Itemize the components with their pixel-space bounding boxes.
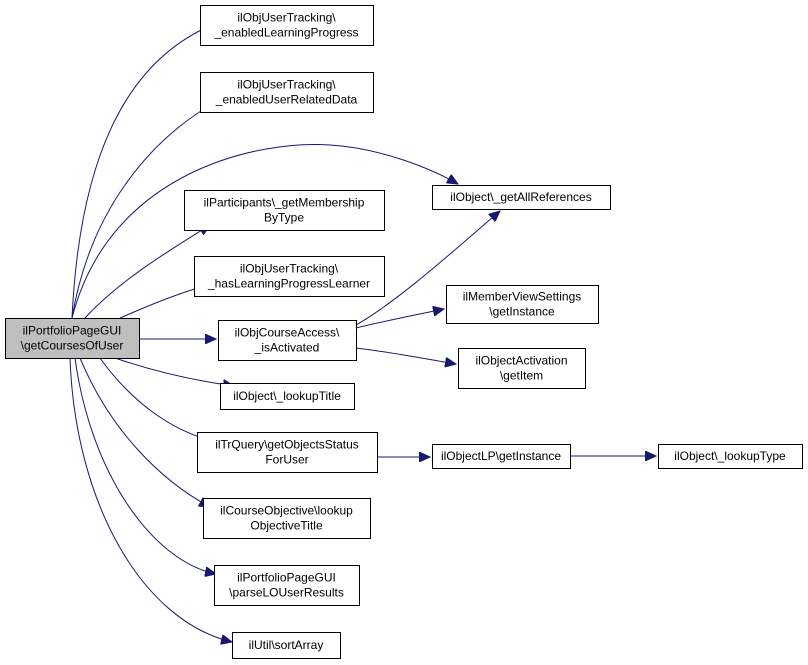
node-label-line: \parseLOUserResults xyxy=(229,586,344,600)
edge-line xyxy=(355,211,500,326)
edge-root-n9 xyxy=(114,357,234,386)
node-label-line: ilMemberViewSettings xyxy=(463,290,582,304)
edge-n7-n3 xyxy=(355,211,500,326)
node-box xyxy=(658,444,803,469)
node-n14[interactable]: ilPortfolioPageGUI\parseLOUserResults xyxy=(214,565,360,606)
edge-root-n4 xyxy=(84,225,210,319)
edge-line xyxy=(74,357,216,574)
node-label-line: ilObjectActivation xyxy=(475,354,567,368)
node-label-line: ilObjUserTracking\ xyxy=(237,78,336,92)
node-box xyxy=(218,320,357,361)
node-box xyxy=(5,318,140,359)
edge-root-n13 xyxy=(79,357,210,507)
node-label-line: ilParticipants\_getMembership xyxy=(204,196,365,210)
node-label-line: ByType xyxy=(264,211,304,225)
node-n11[interactable]: ilObjectLP\getInstance xyxy=(432,444,571,469)
node-n8[interactable]: ilObjectActivation\getItem xyxy=(458,348,586,389)
node-label-line: _isActivated xyxy=(254,341,320,355)
node-n15[interactable]: ilUtil\sortArray xyxy=(232,632,341,659)
node-label-line: ForUser xyxy=(265,453,308,467)
node-label-line: ilObjUserTracking\ xyxy=(237,11,336,25)
edge-root-n14 xyxy=(74,357,216,574)
node-box xyxy=(432,185,611,210)
edges xyxy=(69,25,656,642)
edge-line xyxy=(71,144,458,319)
edge-line xyxy=(355,309,444,329)
edge-n7-n8 xyxy=(355,347,456,364)
edge-line xyxy=(84,225,210,319)
edge-root-n2 xyxy=(71,103,214,319)
node-label-line: _hasLearningProgressLearner xyxy=(207,277,370,291)
edge-line xyxy=(99,357,210,440)
edge-line xyxy=(71,25,212,319)
node-n9[interactable]: ilObject\_lookupTitle xyxy=(220,383,355,410)
node-label-line: ilUtil\sortArray xyxy=(249,638,324,652)
node-n2[interactable]: ilObjUserTracking\_enabledUserRelatedDat… xyxy=(200,72,374,113)
node-n12[interactable]: ilObject\_lookupType xyxy=(658,444,803,469)
node-label-line: ilObject\_lookupType xyxy=(674,449,786,463)
node-label-line: ilTrQuery\getObjectsStatus xyxy=(215,438,359,452)
node-label-line: \getCoursesOfUser xyxy=(21,339,124,353)
node-label-line: ilCourseObjective\lookup xyxy=(220,504,353,518)
node-box xyxy=(197,432,378,473)
node-label-line: ilObjUserTracking\ xyxy=(240,262,339,276)
node-n1[interactable]: ilObjUserTracking\_enabledLearningProgre… xyxy=(200,5,374,46)
nodes: ilPortfolioPageGUI\getCoursesOfUserilObj… xyxy=(5,5,803,659)
node-n3[interactable]: ilObject\_getAllReferences xyxy=(432,185,611,210)
node-box xyxy=(446,285,599,324)
node-label-line: \getItem xyxy=(500,369,543,383)
node-label-line: ilObject\_getAllReferences xyxy=(450,190,591,204)
node-box xyxy=(458,348,586,389)
node-box xyxy=(220,383,355,410)
node-box xyxy=(432,444,571,469)
edge-root-n3 xyxy=(71,144,458,319)
node-label-line: ObjectiveTitle xyxy=(250,519,323,533)
node-n6[interactable]: ilMemberViewSettings\getInstance xyxy=(446,285,599,324)
node-label-line: ilObjCourseAccess\ xyxy=(235,326,340,340)
edge-line xyxy=(114,357,234,386)
node-box xyxy=(200,72,374,113)
node-label-line: \getInstance xyxy=(489,305,555,319)
node-box xyxy=(194,256,385,297)
node-label-line: ilPortfolioPageGUI xyxy=(23,324,122,338)
node-box xyxy=(184,190,385,231)
node-root[interactable]: ilPortfolioPageGUI\getCoursesOfUser xyxy=(5,318,140,359)
edge-root-n15 xyxy=(69,357,232,642)
node-box xyxy=(232,632,341,659)
edge-n7-n6 xyxy=(355,309,444,329)
node-box xyxy=(200,5,374,46)
node-box xyxy=(203,498,371,539)
edge-line xyxy=(69,357,232,642)
node-box xyxy=(214,565,360,606)
node-n7[interactable]: ilObjCourseAccess\_isActivated xyxy=(218,320,357,361)
edge-line xyxy=(355,347,456,364)
edge-root-n1 xyxy=(71,25,212,319)
node-label-line: _enabledLearningProgress xyxy=(213,26,358,40)
edge-line xyxy=(71,103,214,319)
node-label-line: _enabledUserRelatedData xyxy=(215,93,358,107)
node-n5[interactable]: ilObjUserTracking\_hasLearningProgressLe… xyxy=(194,256,385,297)
node-label-line: ilPortfolioPageGUI xyxy=(237,571,336,585)
node-label-line: ilObject\_lookupTitle xyxy=(233,389,341,403)
edge-root-n10 xyxy=(99,357,210,440)
edge-line xyxy=(79,357,210,507)
node-label-line: ilObjectLP\getInstance xyxy=(441,449,561,463)
